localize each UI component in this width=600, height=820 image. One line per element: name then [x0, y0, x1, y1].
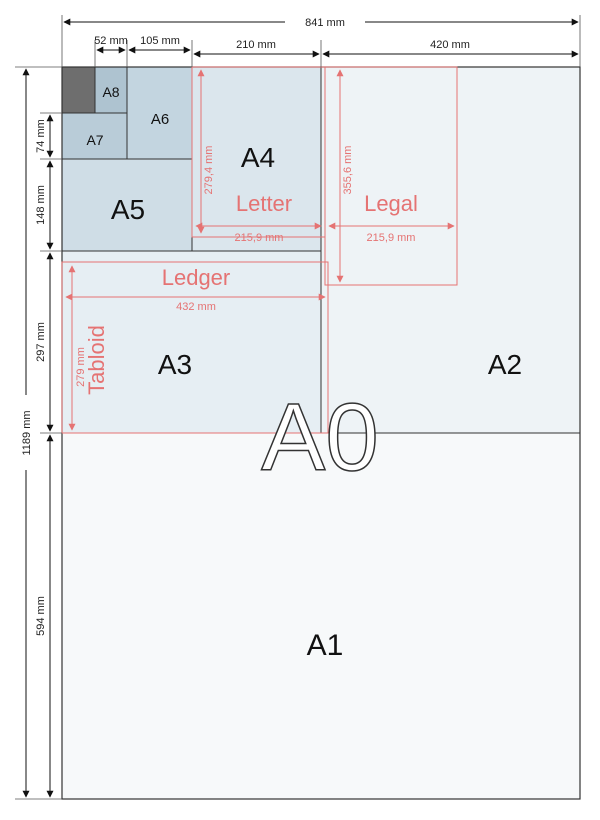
- legal-outline: [324, 66, 458, 286]
- a3-sheet: [61, 250, 322, 434]
- dim-label-74: 74 mm: [35, 119, 47, 153]
- a6-label: A6: [151, 111, 169, 128]
- legal-width-label: 215,9 mm: [367, 232, 416, 244]
- letter-height-label: 279,4 mm: [203, 146, 215, 195]
- a7-label: A7: [86, 132, 103, 148]
- a3-label: A3: [158, 349, 192, 380]
- label-bg: [287, 14, 363, 30]
- tabloid-label: Tabloid: [84, 325, 109, 395]
- a2-sheet: [320, 66, 581, 434]
- ledger-outline: [61, 261, 329, 434]
- label-bg: [18, 397, 34, 469]
- a8-corner-block: [61, 66, 96, 114]
- dim-label-148: 148 mm: [35, 185, 47, 225]
- ledger-label: Ledger: [162, 265, 231, 290]
- a8-sheet: [94, 66, 128, 114]
- dim-label-841: 841 mm: [305, 17, 345, 29]
- dim-label-297: 297 mm: [35, 322, 47, 362]
- dim-label-52: 52 mm: [94, 35, 128, 47]
- a0-label: A0: [261, 384, 378, 491]
- tabloid-height-label: 279 mm: [75, 347, 87, 387]
- ledger-width-label: 432 mm: [176, 301, 216, 313]
- a4-label: A4: [241, 142, 275, 173]
- legal-label: Legal: [364, 191, 418, 216]
- letter-width-label: 215,9 mm: [235, 232, 284, 244]
- a6-sheet: [126, 66, 193, 160]
- a2-label: A2: [488, 349, 522, 380]
- a8-label: A8: [102, 84, 119, 100]
- legal-height-label: 355,6 mm: [342, 146, 354, 195]
- a1-label: A1: [307, 629, 344, 662]
- dim-label-420: 420 mm: [430, 39, 470, 51]
- dim-label-105: 105 mm: [140, 35, 180, 47]
- letter-label: Letter: [236, 191, 292, 216]
- dim-label-594: 594 mm: [35, 596, 47, 636]
- dim-label-210: 210 mm: [236, 39, 276, 51]
- dim-label-1189: 1189 mm: [21, 410, 33, 455]
- a1-sheet: [61, 432, 581, 800]
- a5-sheet: [61, 158, 193, 252]
- a5-label: A5: [111, 194, 145, 225]
